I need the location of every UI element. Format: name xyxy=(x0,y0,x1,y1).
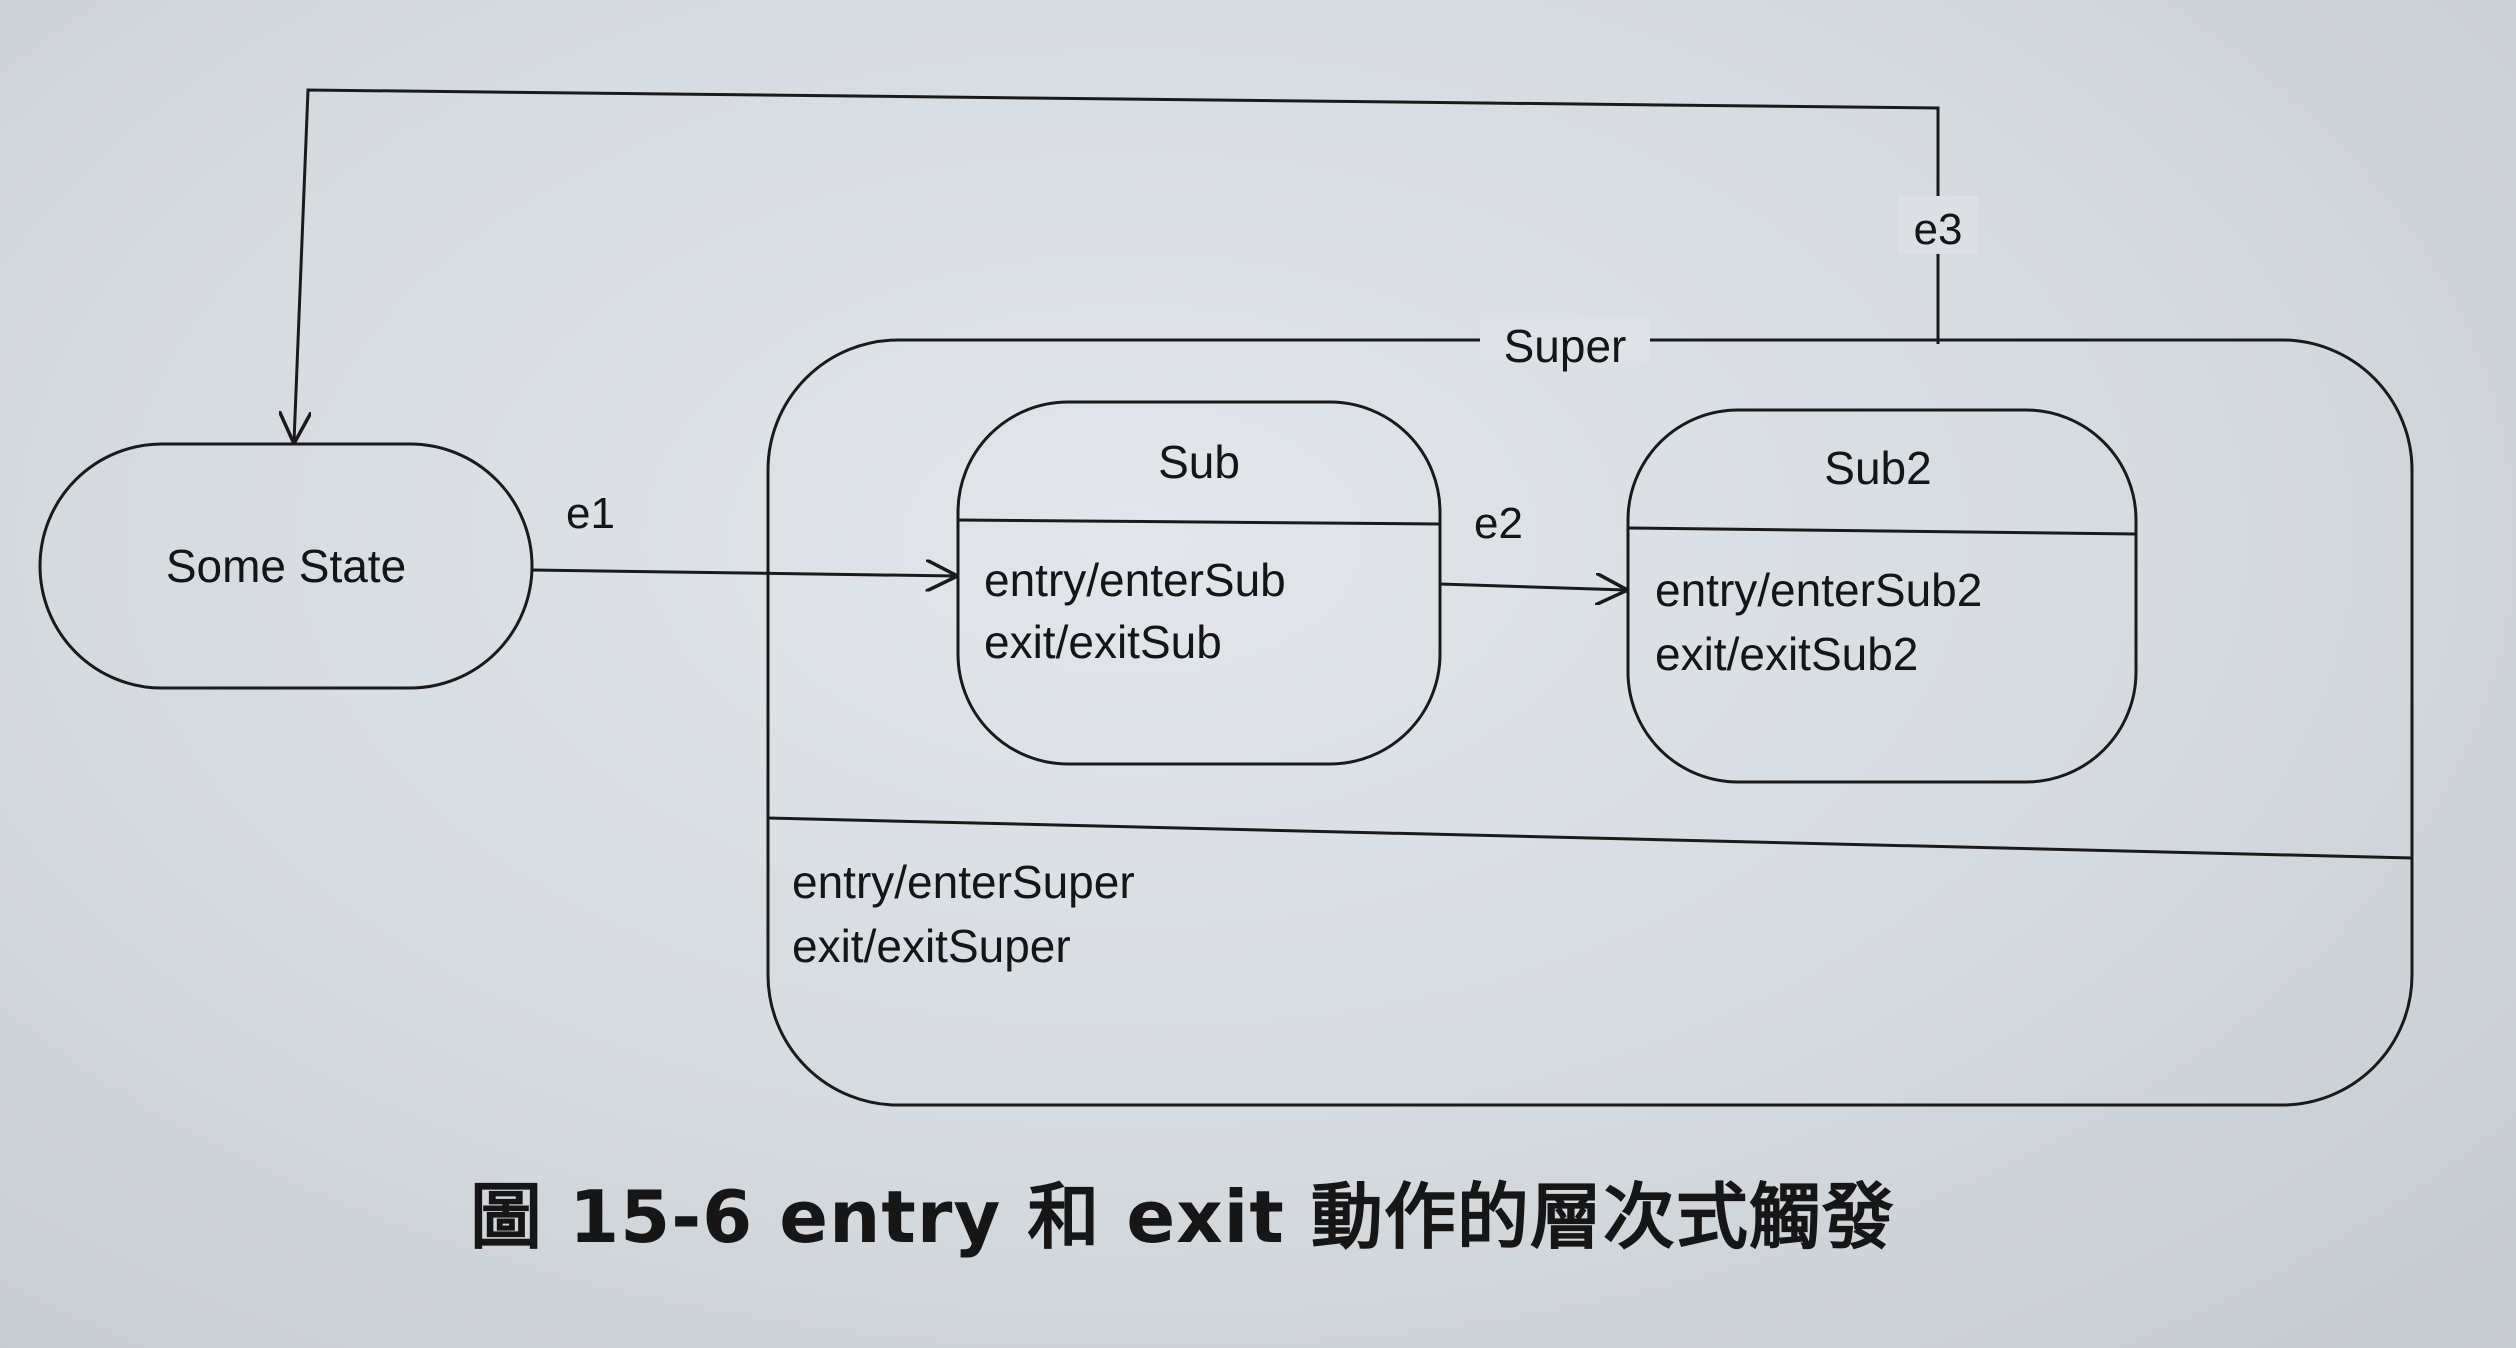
sub2-entry-action: entry/enterSub2 xyxy=(1655,564,1982,616)
sub2-exit-action: exit/exitSub2 xyxy=(1655,628,1918,680)
figure-caption: 圖 15-6 entry 和 exit 動作的層次式觸發 xyxy=(470,1175,1895,1259)
super-entry-action: entry/enterSuper xyxy=(792,856,1135,908)
sub-state-divider xyxy=(957,518,1441,526)
transition-e1-label: e1 xyxy=(566,489,615,538)
super-state: Super entry/enterSuper exit/exitSuper xyxy=(766,318,2414,1107)
super-state-name: Super xyxy=(1504,320,1627,372)
super-title-gap xyxy=(1480,318,1650,362)
transition-e1-arrow xyxy=(531,570,956,576)
sub2-state-name: Sub2 xyxy=(1824,442,1931,494)
transition-e2-arrow xyxy=(1439,584,1626,590)
transition-e3-label: e3 xyxy=(1914,205,1963,254)
some-state-name: Some State xyxy=(166,540,406,592)
super-state-divider xyxy=(767,816,2413,860)
e3-label-gap xyxy=(1898,196,1978,254)
sub-state: Sub entry/enterSub exit/exitSub xyxy=(956,400,1442,766)
sub-state-name: Sub xyxy=(1158,436,1240,488)
sub2-state: Sub2 entry/enterSub2 exit/exitSub2 xyxy=(1626,408,2138,784)
transition-e2: e2 xyxy=(1439,499,1626,590)
transition-e2-label: e2 xyxy=(1474,499,1523,548)
sub-entry-action: entry/enterSub xyxy=(984,554,1286,606)
transition-e3: e3 xyxy=(294,88,1978,442)
transition-e1: e1 xyxy=(531,489,956,576)
transition-e3-arrow xyxy=(294,88,1940,442)
sub2-state-divider xyxy=(1627,526,2137,536)
sub-state-box xyxy=(956,400,1442,766)
super-state-box xyxy=(766,338,2414,1107)
some-state: Some State xyxy=(38,442,534,690)
super-exit-action: exit/exitSuper xyxy=(792,920,1071,972)
sub-exit-action: exit/exitSub xyxy=(984,616,1222,668)
